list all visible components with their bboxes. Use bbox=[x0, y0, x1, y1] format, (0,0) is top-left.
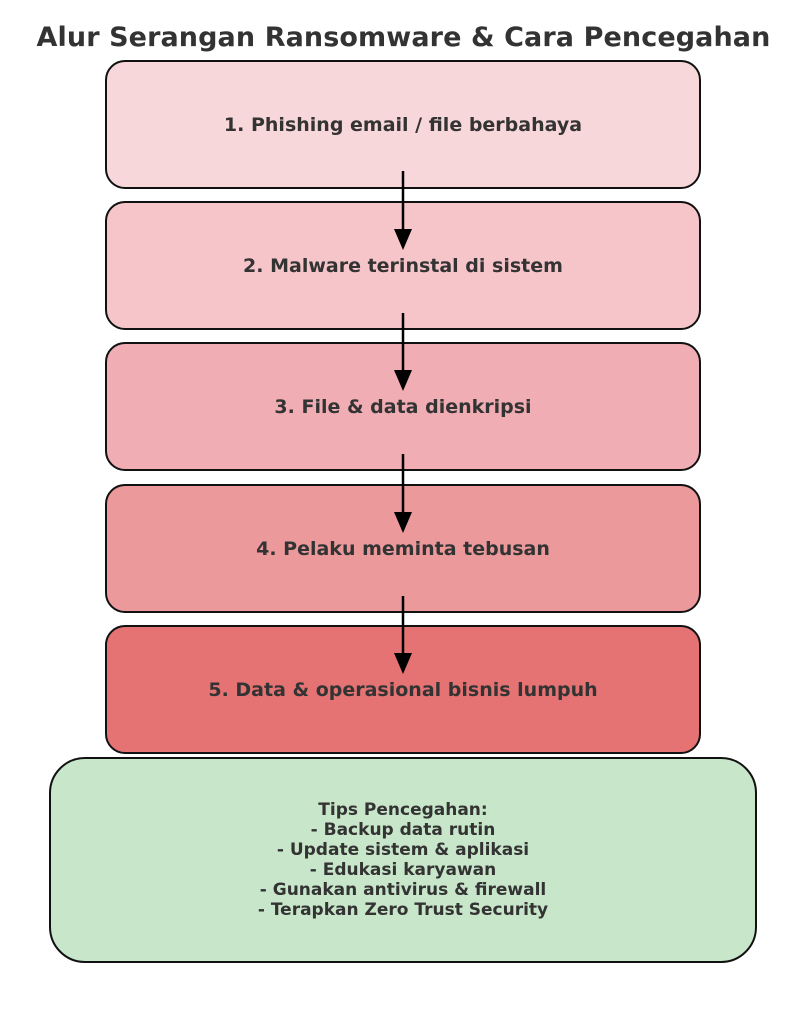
step-label: 1. Phishing email / file berbahaya bbox=[223, 113, 583, 136]
tip-item: - Update sistem & aplikasi bbox=[276, 840, 530, 860]
step-label: 4. Pelaku meminta tebusan bbox=[256, 537, 550, 560]
tip-item: - Gunakan antivirus & firewall bbox=[259, 880, 547, 900]
prevention-tips-box: Tips Pencegahan: - Backup data rutin - U… bbox=[49, 757, 757, 963]
tip-item: - Terapkan Zero Trust Security bbox=[257, 900, 549, 920]
tip-item: - Backup data rutin bbox=[310, 820, 496, 840]
tip-item: - Edukasi karyawan bbox=[309, 860, 497, 880]
step-box-malware: 2. Malware terinstal di sistem bbox=[105, 201, 701, 330]
step-label: 3. File & data dienkripsi bbox=[274, 395, 532, 418]
step-box-paralysis: 5. Data & operasional bisnis lumpuh bbox=[105, 625, 701, 754]
step-label: 2. Malware terinstal di sistem bbox=[243, 254, 563, 277]
step-box-ransom: 4. Pelaku meminta tebusan bbox=[105, 484, 701, 613]
step-box-phishing: 1. Phishing email / file berbahaya bbox=[105, 60, 701, 189]
step-label: 5. Data & operasional bisnis lumpuh bbox=[208, 678, 598, 701]
diagram-title: Alur Serangan Ransomware & Cara Pencegah… bbox=[36, 22, 771, 53]
step-box-encryption: 3. File & data dienkripsi bbox=[105, 342, 701, 471]
tips-heading: Tips Pencegahan: bbox=[318, 800, 488, 820]
